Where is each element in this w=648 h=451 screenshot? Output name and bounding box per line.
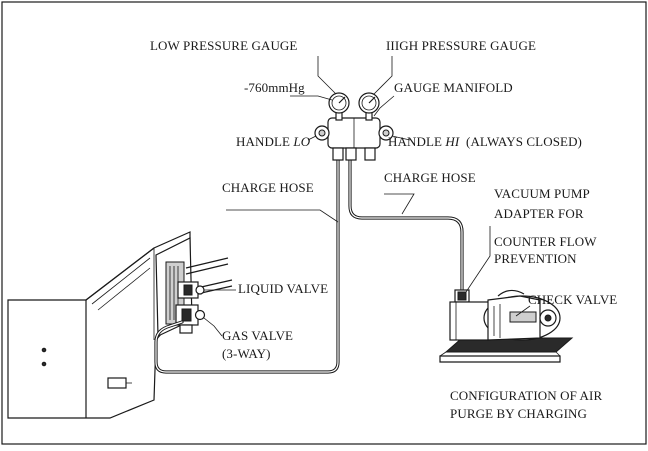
label-handle-lo-prefix: HANDLE bbox=[236, 134, 294, 149]
label-caption-line1: CONFIGURATION OF AIR bbox=[450, 388, 603, 403]
label-gauge-manifold: GAUGE MANIFOLD bbox=[394, 80, 513, 95]
label-adapter-line4: PREVENTION bbox=[494, 251, 577, 266]
leader-lines bbox=[203, 56, 531, 337]
label-charge-hose-left: CHARGE HOSE bbox=[222, 180, 314, 195]
outdoor-unit bbox=[7, 231, 193, 419]
label-liquid-valve: LIQUID VALVE bbox=[238, 281, 329, 296]
label-handle-lo-italic: LO bbox=[293, 134, 311, 149]
label-caption-line2: PURGE BY CHARGING bbox=[450, 406, 588, 421]
label-adapter-line2: ADAPTER FOR bbox=[494, 206, 584, 221]
label-handle-hi-suffix: (ALWAYS CLOSED) bbox=[459, 134, 582, 149]
label-handle-hi-prefix: HANDLE bbox=[388, 134, 446, 149]
label-adapter-line1: VACUUM PUMP bbox=[494, 186, 590, 201]
label-handle-lo: HANDLE LO bbox=[236, 134, 310, 149]
label-charge-hose-right: CHARGE HOSE bbox=[384, 170, 476, 185]
label-check-valve: CHECK VALVE bbox=[528, 292, 618, 307]
gas-valve bbox=[175, 304, 206, 334]
label-gas-valve-line2: (3-WAY) bbox=[222, 346, 271, 361]
low-pressure-gauge bbox=[328, 92, 350, 114]
label-handle-hi: HANDLE HI (ALWAYS CLOSED) bbox=[388, 134, 582, 149]
vacuum-pump bbox=[439, 289, 574, 363]
label-gas-valve-line1: GAS VALVE bbox=[222, 328, 294, 343]
label-low-pressure-gauge: LOW PRESSURE GAUGE bbox=[150, 38, 298, 53]
high-pressure-gauge bbox=[358, 92, 380, 114]
label-high-pressure-gauge: IIIGH PRESSURE GAUGE bbox=[386, 38, 537, 53]
label-adapter-line3: COUNTER FLOW bbox=[494, 234, 597, 249]
label-handle-hi-italic: HI bbox=[445, 134, 460, 149]
label-vacuum-reading: -760mmHg bbox=[244, 80, 305, 95]
gauge-manifold bbox=[314, 109, 394, 161]
liquid-valve bbox=[177, 281, 205, 299]
